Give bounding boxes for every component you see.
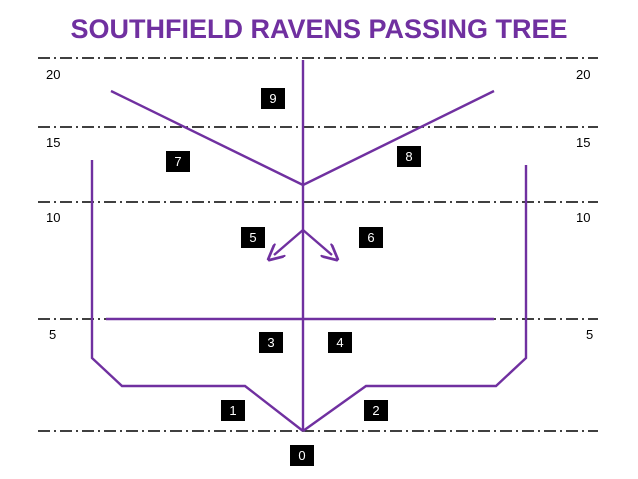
page-title: SOUTHFIELD RAVENS PASSING TREE — [70, 14, 568, 44]
route-9-label: 9 — [269, 91, 276, 106]
route-1-path — [90, 160, 304, 432]
yard-label-right-10: 10 — [576, 210, 590, 225]
route-7-box: 7 — [166, 151, 190, 172]
route-2-box: 2 — [364, 400, 388, 421]
route-7-label: 7 — [174, 154, 181, 169]
route-6-slant — [302, 229, 332, 255]
route-8-box: 8 — [397, 146, 421, 167]
yard-label-right-15: 15 — [576, 135, 590, 150]
route-5-box: 5 — [241, 227, 265, 248]
route-9-box: 9 — [261, 88, 285, 109]
route-0-label: 0 — [298, 448, 305, 463]
yard-label-left-10: 10 — [46, 210, 60, 225]
route-6-label: 6 — [367, 230, 374, 245]
route-5-slant — [274, 229, 304, 255]
route-5-label: 5 — [249, 230, 256, 245]
route-2-label: 2 — [372, 403, 379, 418]
yard-label-right-20: 20 — [576, 67, 590, 82]
route-3-box: 3 — [259, 332, 283, 353]
route-7-post — [110, 89, 304, 187]
route-4-label: 4 — [336, 335, 343, 350]
yard-label-left-20: 20 — [46, 67, 60, 82]
yard-label-right-5: 5 — [586, 327, 593, 342]
route-3-label: 3 — [267, 335, 274, 350]
route-8-post — [302, 89, 495, 187]
route-8-label: 8 — [405, 149, 412, 164]
route-2-path — [302, 165, 528, 432]
route-1-label: 1 — [229, 403, 236, 418]
yard-label-left-15: 15 — [46, 135, 60, 150]
yard-label-left-5: 5 — [49, 327, 56, 342]
route-6-box: 6 — [359, 227, 383, 248]
route-4-box: 4 — [328, 332, 352, 353]
route-1-box: 1 — [221, 400, 245, 421]
route-0-box: 0 — [290, 445, 314, 466]
